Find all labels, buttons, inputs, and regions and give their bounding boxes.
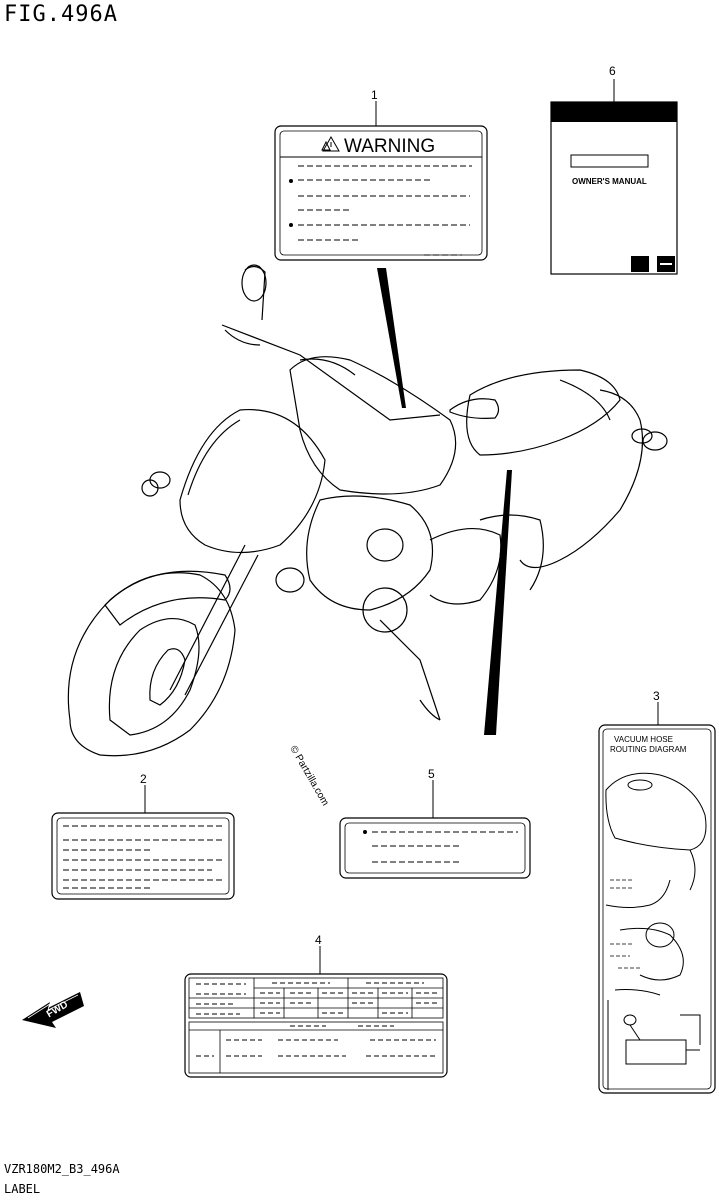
watermark: © Partzilla.com [287, 744, 330, 808]
callout-6: 6 [609, 64, 616, 78]
callout-1: 1 [371, 88, 378, 102]
warning-triangle-icon [321, 140, 331, 151]
owners-manual [550, 101, 678, 275]
figure-title: FIG.496A [4, 2, 118, 27]
vacuum-title-line2: ROUTING DIAGRAM [610, 745, 687, 754]
label-5 [339, 817, 531, 879]
vacuum-title-line1: VACUUM HOSE [614, 735, 673, 744]
leader-lines [144, 79, 659, 974]
label-4 [184, 973, 448, 1078]
vacuum-hose-label [598, 724, 716, 1094]
callout-5: 5 [428, 767, 435, 781]
callout-4: 4 [315, 933, 322, 947]
figure-name: LABEL [4, 1182, 41, 1196]
label-2 [51, 812, 235, 900]
motorcycle-drawing [67, 264, 668, 757]
callout-2: 2 [140, 772, 147, 786]
manual-title: OWNER'S MANUAL [572, 177, 647, 186]
warning-label [274, 125, 488, 261]
figure-code: VZR180M2_B3_496A [4, 1162, 120, 1176]
callout-3: 3 [653, 689, 660, 703]
suzuki-logo-icon [631, 256, 649, 272]
warning-heading: WARNING [344, 136, 435, 157]
fwd-arrow [22, 992, 84, 1028]
